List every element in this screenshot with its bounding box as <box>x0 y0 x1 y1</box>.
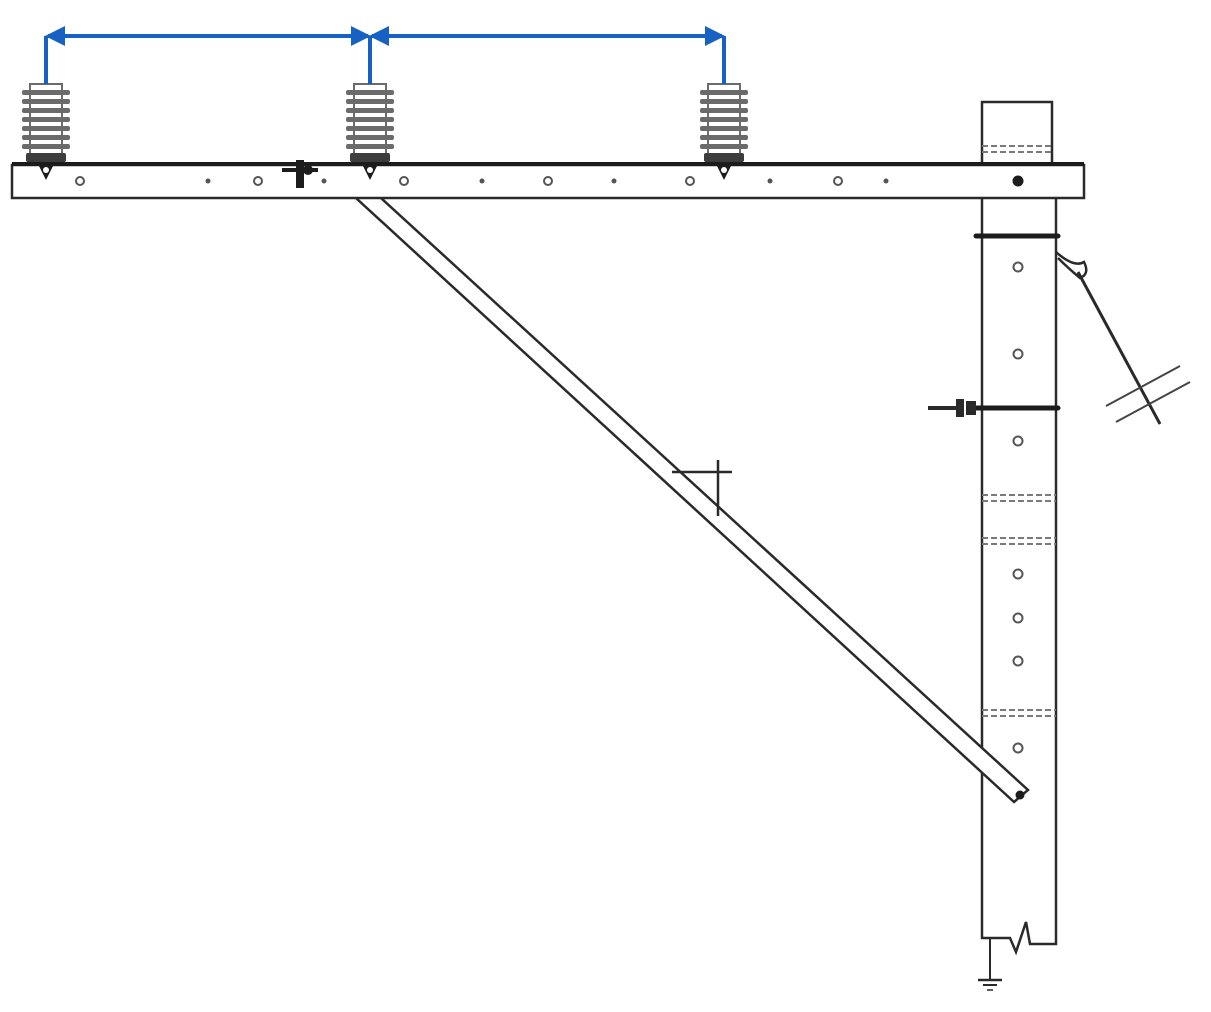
dimension-span-left-to-center <box>44 26 372 84</box>
utility-pole <box>980 100 1058 956</box>
crossarm-hole <box>399 176 409 186</box>
crossarm-pole-bolt <box>1012 175 1024 187</box>
crossarm-hole <box>767 178 773 184</box>
pole-top-section <box>980 100 1054 168</box>
pole-bolt-hole <box>1012 348 1024 360</box>
insulator-left <box>22 83 70 180</box>
through-bolt <box>928 399 976 417</box>
crossarm-hole <box>611 178 617 184</box>
ground-symbol <box>978 938 1002 991</box>
crossarm-hole <box>75 176 85 186</box>
crossarm-hole <box>685 176 695 186</box>
dimension-span-center-to-right <box>368 26 726 84</box>
insulator-group <box>22 83 748 180</box>
crossarm-hole <box>883 178 889 184</box>
crossarm-hole <box>205 178 211 184</box>
pole-bolt-hole <box>1012 568 1024 580</box>
guy-wire-break-mark <box>1105 365 1181 407</box>
insulator-right <box>700 83 748 180</box>
crossarm <box>10 160 1086 200</box>
dimension-group <box>44 26 726 84</box>
pole-bolt-hole <box>1012 612 1024 624</box>
insulator-center <box>346 83 394 180</box>
guy-wire <box>1055 251 1191 425</box>
pole-bolt-hole <box>1012 435 1024 447</box>
brace-bolt <box>1015 790 1025 800</box>
crossarm-hole <box>321 178 327 184</box>
pole-bolt-hole <box>1012 655 1024 667</box>
pole-bolt-hole <box>1012 261 1024 273</box>
crossarm-hole <box>253 176 263 186</box>
diagonal-brace <box>330 164 1030 804</box>
crossarm-hole <box>833 176 843 186</box>
brace-carriage-bolt <box>282 160 318 188</box>
crossarm-hole <box>543 176 553 186</box>
pole-bolt-hole <box>1012 742 1024 754</box>
crossarm-hole <box>479 178 485 184</box>
